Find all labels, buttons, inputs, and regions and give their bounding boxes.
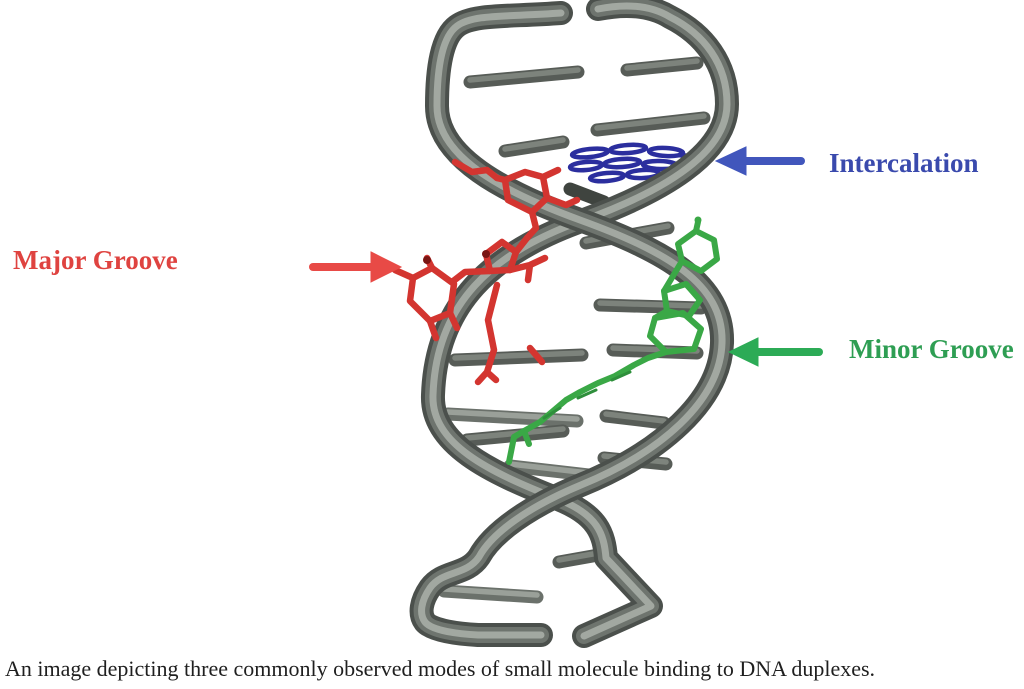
minor-groove-binder-molecule xyxy=(506,216,720,465)
green-stick-bond xyxy=(652,308,670,321)
major-groove-label: Major Groove xyxy=(13,245,178,275)
green-aromatic-edge xyxy=(542,370,632,420)
base-pair-rung-highlight xyxy=(624,58,700,71)
dna-strand-left xyxy=(409,1,734,647)
red-stick-bond xyxy=(506,234,549,284)
backbone-tube xyxy=(409,1,734,647)
intercalator-ring xyxy=(567,159,605,173)
red-stick-bond xyxy=(451,158,501,182)
figure-caption: An image depicting three commonly observ… xyxy=(5,656,876,681)
minor-groove-arrow xyxy=(727,337,823,367)
base-pair-rung-highlight xyxy=(441,586,540,598)
red-stick-bond xyxy=(474,281,546,386)
green-stick-bond xyxy=(661,258,685,294)
green-ring xyxy=(675,228,720,274)
base-pair-rung-highlight xyxy=(445,409,580,422)
intercalation-label: Intercalation xyxy=(829,148,979,178)
green-stick-bond xyxy=(693,219,701,234)
red-heteroatom xyxy=(423,256,431,264)
intercalation-arrow xyxy=(714,146,805,176)
intercalator-ring xyxy=(601,156,643,170)
red-heteroatom xyxy=(482,250,490,258)
base-pair-rung-highlight xyxy=(467,67,581,83)
major-groove-arrowhead xyxy=(370,251,403,283)
base-pair-rung-highlight xyxy=(594,113,707,131)
red-stick-bond xyxy=(523,208,540,242)
intercalation-arrowhead xyxy=(714,146,747,176)
green-ring xyxy=(647,310,704,355)
intercalator-ring xyxy=(569,146,611,160)
major-groove-arrow xyxy=(309,251,403,283)
green-stick-bond xyxy=(511,349,669,440)
base-pair-rung-highlight xyxy=(452,350,585,361)
backbone-tube-highlight xyxy=(418,9,726,639)
base-pair-rung xyxy=(563,182,611,209)
red-stick-bond xyxy=(493,166,581,209)
base-pair-rung-highlight xyxy=(597,300,704,309)
minor-groove-label: Minor Groove xyxy=(849,334,1014,364)
green-atom xyxy=(694,216,702,224)
green-ring xyxy=(661,281,703,319)
intercalator-ring xyxy=(646,145,686,159)
minor-groove-arrowhead xyxy=(727,337,759,367)
base-pair-rung-highlight xyxy=(603,411,667,424)
red-stick-bond xyxy=(448,267,494,286)
backbone-tube-shade xyxy=(413,5,731,643)
intercalator-ring xyxy=(607,142,649,156)
major-groove-binder-molecule xyxy=(391,158,581,386)
intercalator-ring xyxy=(587,170,627,184)
green-stick-bond xyxy=(506,428,532,465)
base-pair-rung-highlight xyxy=(502,137,566,152)
